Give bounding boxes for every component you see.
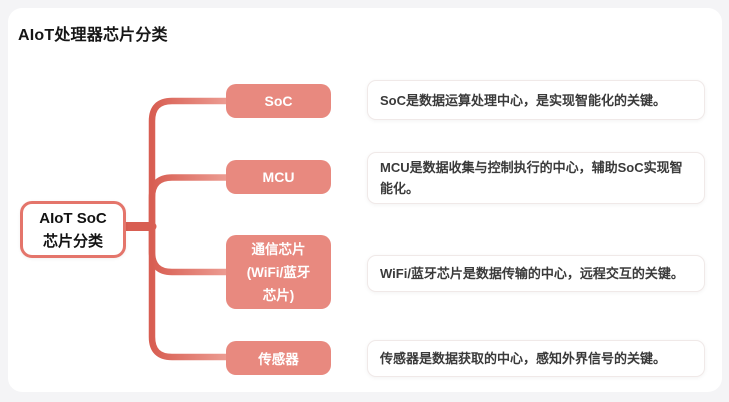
root-node[interactable]: AIoT SoC 芯片分类	[20, 201, 126, 258]
description-card-sensor[interactable]: 传感器是数据获取的中心，感知外界信号的关键。	[367, 340, 705, 377]
branch-line-soc	[148, 97, 231, 230]
branch-line-mcu	[148, 174, 231, 230]
branch-node-comm[interactable]: 通信芯片 (WiFi/蓝牙 芯片)	[226, 235, 331, 309]
description-card-mcu[interactable]: MCU是数据收集与控制执行的中心，辅助SoC实现智能化。	[367, 152, 705, 204]
description-card-comm[interactable]: WiFi/蓝牙芯片是数据传输的中心，远程交互的关键。	[367, 255, 705, 292]
description-card-soc[interactable]: SoC是数据运算处理中心，是实现智能化的关键。	[367, 80, 705, 120]
diagram-title: AIoT处理器芯片分类	[18, 27, 168, 44]
branch-line-sensor	[148, 223, 231, 361]
branch-node-sensor[interactable]: 传感器	[226, 341, 331, 375]
branch-node-soc[interactable]: SoC	[226, 84, 331, 118]
branch-node-mcu[interactable]: MCU	[226, 160, 331, 194]
branch-line-comm	[148, 223, 231, 276]
